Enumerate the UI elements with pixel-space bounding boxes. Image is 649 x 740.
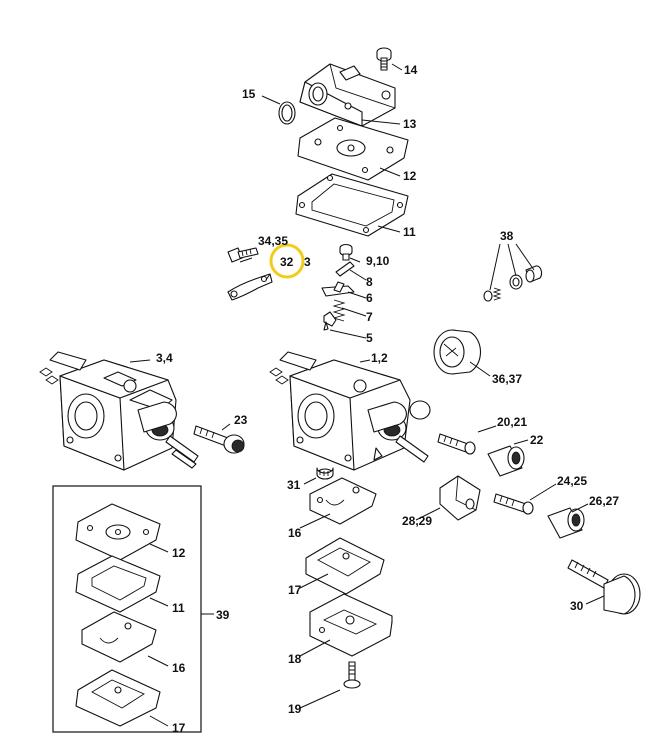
label-39: 39 (216, 608, 230, 622)
label-9-10: 9,10 (366, 254, 390, 268)
label-16: 16 (288, 526, 302, 540)
label-11: 11 (403, 225, 416, 239)
label-19: 19 (288, 702, 302, 716)
label-18: 18 (288, 652, 302, 666)
carburetor-1-2 (269, 351, 431, 471)
callout-labels: 14 15 13 12 11 38 34,35 32 3 9,10 8 6 7 … (156, 63, 619, 735)
label-6: 6 (366, 291, 373, 305)
spring-7 (332, 299, 346, 322)
gasket-16 (309, 477, 377, 525)
choke-30 (567, 559, 641, 615)
label-14: 14 (404, 63, 418, 77)
screw-23 (193, 425, 245, 454)
label-24-25: 24,25 (557, 474, 587, 488)
label-31: 31 (287, 478, 301, 492)
kit-label-16: 16 (172, 661, 186, 675)
filter-31 (316, 467, 334, 480)
label-12: 12 (403, 169, 417, 183)
bracket-28-29 (439, 475, 481, 521)
pin-8 (335, 261, 355, 277)
label-8: 8 (366, 275, 373, 289)
label-1-2: 1,2 (371, 351, 388, 365)
lever-6 (321, 281, 355, 297)
label-20-21: 20,21 (497, 415, 527, 429)
kit-gasket-12 (75, 503, 161, 561)
lever-33 (227, 273, 273, 301)
label-38: 38 (500, 229, 514, 243)
carburetor-3-4 (39, 351, 199, 471)
parts-38 (483, 265, 543, 302)
screw-24-25 (493, 493, 534, 515)
label-26-27: 26,27 (589, 494, 619, 508)
label-17: 17 (288, 583, 302, 597)
screw-34 (227, 247, 259, 263)
needle-5 (323, 311, 337, 331)
kit-label-12: 12 (172, 546, 186, 560)
kit-gasket-17 (75, 669, 161, 727)
screw-14 (376, 47, 392, 71)
cap-26-27 (547, 507, 585, 539)
cover-18 (309, 593, 393, 657)
label-34-35: 34,35 (258, 234, 288, 248)
label-3-4: 3,4 (156, 351, 173, 365)
label-23: 23 (234, 413, 248, 427)
kit-label-11: 11 (172, 601, 185, 615)
diaphragm-11 (295, 173, 409, 237)
label-13: 13 (403, 117, 417, 131)
label-22: 22 (530, 433, 544, 447)
kit-label-17: 17 (172, 721, 186, 735)
kit-gasket-16 (81, 611, 157, 663)
label-36-37: 36,37 (492, 372, 522, 386)
leader-lines (129, 63, 605, 727)
screw-9 (339, 243, 353, 261)
label-30: 30 (570, 599, 584, 613)
kit-39-box (52, 485, 202, 733)
gasket-17 (305, 537, 385, 595)
kit-diaphragm-11 (75, 555, 161, 613)
label-5: 5 (366, 331, 373, 345)
cap-22 (487, 445, 525, 477)
label-28-29: 28,29 (402, 514, 432, 528)
screw-20-21 (437, 433, 476, 455)
label-15: 15 (242, 87, 256, 101)
screw-19 (343, 661, 361, 689)
cover-13 (299, 63, 396, 127)
gasket-12 (297, 117, 409, 181)
label-32: 32 (280, 255, 294, 269)
label-7: 7 (366, 310, 373, 324)
cap-36-37 (433, 329, 481, 375)
label-3: 3 (304, 255, 311, 269)
highlight-ring (269, 243, 305, 279)
ring-15 (278, 101, 296, 125)
